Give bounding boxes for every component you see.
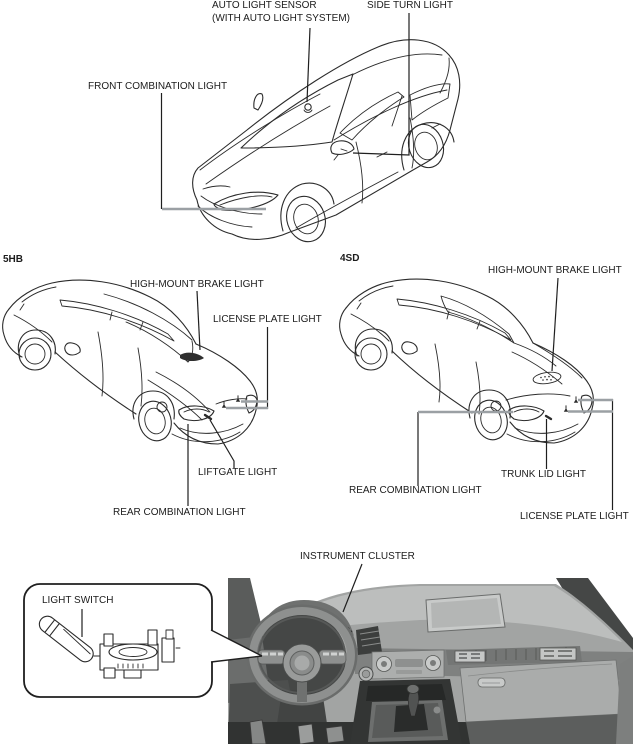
badge-4sd: 4SD [340, 253, 360, 264]
glove-box [459, 659, 623, 723]
pedals [249, 719, 345, 744]
license-plate-light-mark [221, 401, 227, 409]
leader-liftgate-light [209, 419, 235, 468]
hatchback-rear-illustration [2, 279, 258, 445]
leader-side-turn-light [352, 13, 410, 156]
rear-wheel [138, 400, 172, 442]
climate-control-panel [371, 649, 445, 680]
auto-light-sensor-mark [303, 103, 313, 113]
fuel-lid [156, 401, 168, 413]
label-sd-license-plate-light: LICENSE PLATE LIGHT [520, 511, 629, 522]
door-mirror [330, 140, 355, 161]
high-mount-brake-light-shape [532, 371, 562, 385]
front-wheel [354, 337, 388, 371]
side-turn-light-mark [340, 148, 348, 152]
label-front-combination-light: FRONT COMBINATION LIGHT [88, 81, 228, 92]
label-sd-high-mount-brake-light: HIGH-MOUNT BRAKE LIGHT [488, 265, 622, 276]
label-trunk-lid-light: TRUNK LID LIGHT [501, 469, 587, 480]
label-light-switch: LIGHT SWITCH [42, 595, 114, 606]
leader-sd-high-mount-brake-light [551, 277, 559, 372]
rear-combination-light-shape [178, 405, 215, 422]
center-display [425, 593, 506, 633]
dashboard-illustration [228, 578, 633, 744]
liftgate-light-mark [203, 413, 213, 421]
label-hb-license-plate-light: LICENSE PLATE LIGHT [213, 314, 322, 325]
windshield [240, 73, 354, 149]
badge-5hb: 5HB [3, 254, 24, 265]
steering-wheel [246, 604, 358, 706]
rear-wheel [407, 123, 445, 169]
label-auto-light-sensor-line2: (WITH AUTO LIGHT SYSTEM) [212, 12, 350, 24]
trunk-lid-light-mark [544, 414, 553, 421]
high-mount-brake-light-shape [180, 352, 204, 361]
label-sd-rear-combination-light: REAR COMBINATION LIGHT [349, 485, 482, 496]
door-mirror [401, 341, 418, 355]
front-wheel [18, 337, 52, 371]
start-button [358, 666, 374, 682]
light-switch-illustration [38, 615, 181, 679]
label-auto-light-sensor: AUTO LIGHT SENSOR (WITH AUTO LIGHT SYSTE… [212, 0, 350, 25]
door-mirror [64, 342, 81, 356]
label-auto-light-sensor-line1: AUTO LIGHT SENSOR [212, 0, 317, 11]
front-wheel [286, 195, 326, 243]
leader-instrument-cluster [342, 563, 363, 613]
callout-pointer-lines [210, 629, 263, 663]
pointer-sd-license-plate-light [568, 398, 613, 413]
label-hb-high-mount-brake-light: HIGH-MOUNT BRAKE LIGHT [130, 279, 264, 290]
passenger-vent-strip [446, 646, 582, 665]
center-console [350, 679, 462, 744]
rear-wheel [474, 399, 508, 441]
antenna-fin [253, 93, 264, 111]
front-car-illustration [192, 39, 461, 243]
label-side-turn-light: SIDE TURN LIGHT [367, 0, 453, 11]
leader-hb-high-mount-brake-light [196, 290, 201, 351]
leader-auto-light-sensor [306, 27, 311, 103]
right-of-cluster-vent [356, 626, 382, 655]
label-liftgate-light: LIFTGATE LIGHT [198, 467, 278, 478]
rear-combination-light-shape [508, 405, 545, 422]
front-combination-light-shape [213, 191, 279, 211]
sedan-rear-illustration [339, 278, 594, 444]
license-plate-light-mark [573, 396, 579, 404]
pointer-hb-license-plate-light [226, 400, 268, 410]
light-switch-callout [23, 583, 263, 698]
license-plate-light-mark [563, 405, 569, 413]
door-sliver [616, 656, 633, 744]
label-hb-rear-combination-light: REAR COMBINATION LIGHT [113, 507, 246, 518]
label-instrument-cluster: INSTRUMENT CLUSTER [300, 551, 415, 562]
